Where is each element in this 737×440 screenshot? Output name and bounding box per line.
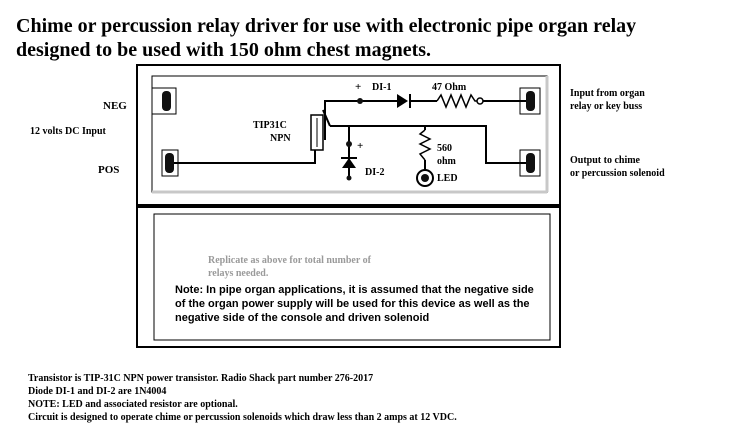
terminal-input-organ bbox=[519, 87, 541, 115]
replicate-note-line-1: Replicate as above for total number of bbox=[208, 255, 371, 266]
resistor-47-ohm bbox=[436, 93, 478, 109]
label-47-ohm: 47 Ohm bbox=[432, 82, 467, 93]
replicate-note-line-2: relays needed. bbox=[208, 268, 269, 279]
label-transistor-npn: NPN bbox=[270, 133, 291, 144]
label-output-1: Output to chime bbox=[570, 155, 640, 166]
transistor-tip31c bbox=[310, 109, 331, 151]
led-indicator bbox=[416, 169, 434, 187]
footer-notes: Transistor is TIP-31C NPN power transist… bbox=[28, 372, 457, 424]
label-560: 560 bbox=[437, 143, 452, 154]
label-led: LED bbox=[437, 173, 458, 184]
label-560-ohm: ohm bbox=[437, 156, 456, 167]
label-transistor-type: TIP31C bbox=[253, 120, 287, 131]
label-neg: NEG bbox=[103, 100, 127, 112]
diagram-title: Chime or percussion relay driver for use… bbox=[16, 14, 731, 62]
label-di2-plus: + bbox=[357, 140, 364, 152]
terminal-pos bbox=[161, 149, 179, 177]
title-line-2: designed to be used with 150 ohm chest m… bbox=[16, 39, 432, 61]
label-di2: DI-2 bbox=[365, 167, 385, 178]
diode-di1 bbox=[357, 94, 411, 108]
label-output-2: or percussion solenoid bbox=[570, 168, 665, 179]
footer-line-led-note: NOTE: LED and associated resistor are op… bbox=[28, 399, 238, 410]
terminal-neg bbox=[151, 87, 177, 115]
footer-line-circuit: Circuit is designed to operate chime or … bbox=[28, 412, 457, 423]
resistor-560-ohm bbox=[418, 129, 432, 161]
label-input-organ-1: Input from organ bbox=[570, 88, 645, 99]
title-line-1: Chime or percussion relay driver for use… bbox=[16, 15, 637, 37]
label-pos: POS bbox=[98, 164, 120, 176]
label-12v-input: 12 volts DC Input bbox=[30, 126, 106, 137]
organ-note: Note: In pipe organ applications, it is … bbox=[175, 284, 534, 324]
footer-line-diodes: Diode DI-1 and DI-2 are 1N4004 bbox=[28, 386, 167, 397]
footer-line-transistor: Transistor is TIP-31C NPN power transist… bbox=[28, 373, 374, 384]
label-di1-plus: + bbox=[355, 81, 362, 93]
diode-di2 bbox=[341, 141, 357, 181]
label-di1: DI-1 bbox=[372, 82, 392, 93]
label-input-organ-2: relay or key buss bbox=[570, 101, 643, 112]
lower-board-inner bbox=[153, 213, 551, 341]
terminal-output bbox=[519, 149, 541, 177]
